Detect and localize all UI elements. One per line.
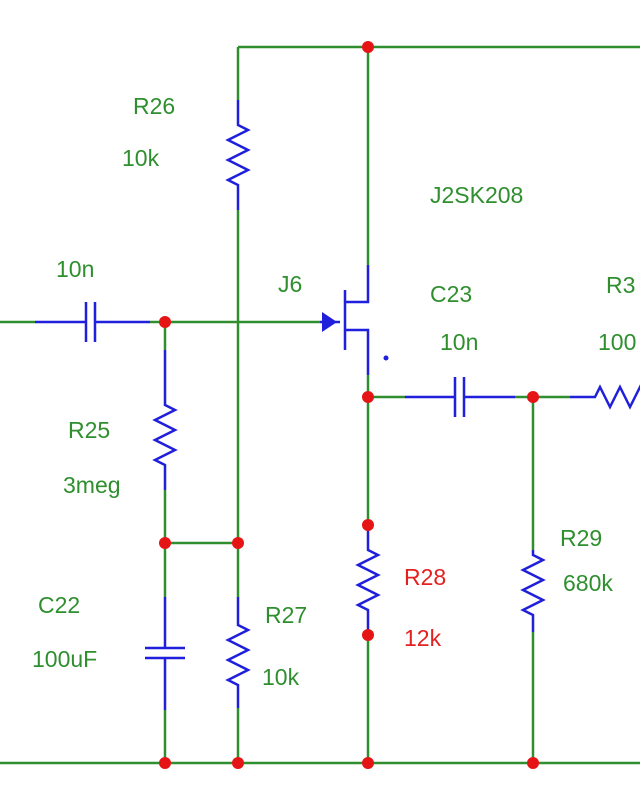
r29-value-label: 680k xyxy=(563,570,613,596)
junction-dot xyxy=(159,757,171,769)
c23-ref-label: C23 xyxy=(430,281,472,307)
junction-dot xyxy=(232,757,244,769)
r3x-ref-label: R3 xyxy=(606,272,635,298)
junction-dot xyxy=(362,41,374,53)
junction-dot xyxy=(362,757,374,769)
r28-ref-label: R28 xyxy=(404,564,446,590)
junction-dot xyxy=(362,629,374,641)
c22-value-label: 100uF xyxy=(32,646,97,672)
junction-dot xyxy=(159,316,171,328)
r26-ref-label: R26 xyxy=(133,93,175,119)
input-capacitor[interactable] xyxy=(35,302,150,342)
r29-resistor[interactable] xyxy=(520,550,546,632)
r3x-resistor[interactable] xyxy=(570,384,640,410)
c22-capacitor[interactable] xyxy=(145,597,185,710)
c22-ref-label: C22 xyxy=(38,592,80,618)
r27-value-label: 10k xyxy=(262,664,300,690)
c23-value-label: 10n xyxy=(440,329,478,355)
r25-wires xyxy=(163,322,238,597)
junction-dot xyxy=(362,519,374,531)
j6-ref-label: J6 xyxy=(278,271,302,297)
top-rail-wire xyxy=(236,45,640,100)
junction-dot xyxy=(527,391,539,403)
r27-resistor[interactable] xyxy=(225,597,251,708)
junction-dot xyxy=(527,757,539,769)
c23-capacitor[interactable] xyxy=(405,377,515,417)
junction-dots xyxy=(159,41,539,769)
r29-ref-label: R29 xyxy=(560,525,602,551)
r26-value-label: 10k xyxy=(122,145,160,171)
r27-ref-label: R27 xyxy=(265,602,307,628)
j6-value-label: J2SK208 xyxy=(430,182,523,208)
r28-value-label: 12k xyxy=(404,625,442,651)
r25-resistor[interactable] xyxy=(152,350,178,490)
junction-dot xyxy=(159,537,171,549)
marker-dot xyxy=(383,355,389,361)
r26-resistor[interactable] xyxy=(225,100,251,210)
r25-value-label: 3meg xyxy=(63,472,121,498)
junction-dot xyxy=(362,391,374,403)
gate-arrow-icon xyxy=(322,312,337,332)
r3x-value-label: 100 xyxy=(598,329,636,355)
r25-ref-label: R25 xyxy=(68,417,110,443)
junction-dot xyxy=(232,537,244,549)
r28-resistor[interactable] xyxy=(355,525,381,635)
input-cap-value-label: 10n xyxy=(56,256,94,282)
